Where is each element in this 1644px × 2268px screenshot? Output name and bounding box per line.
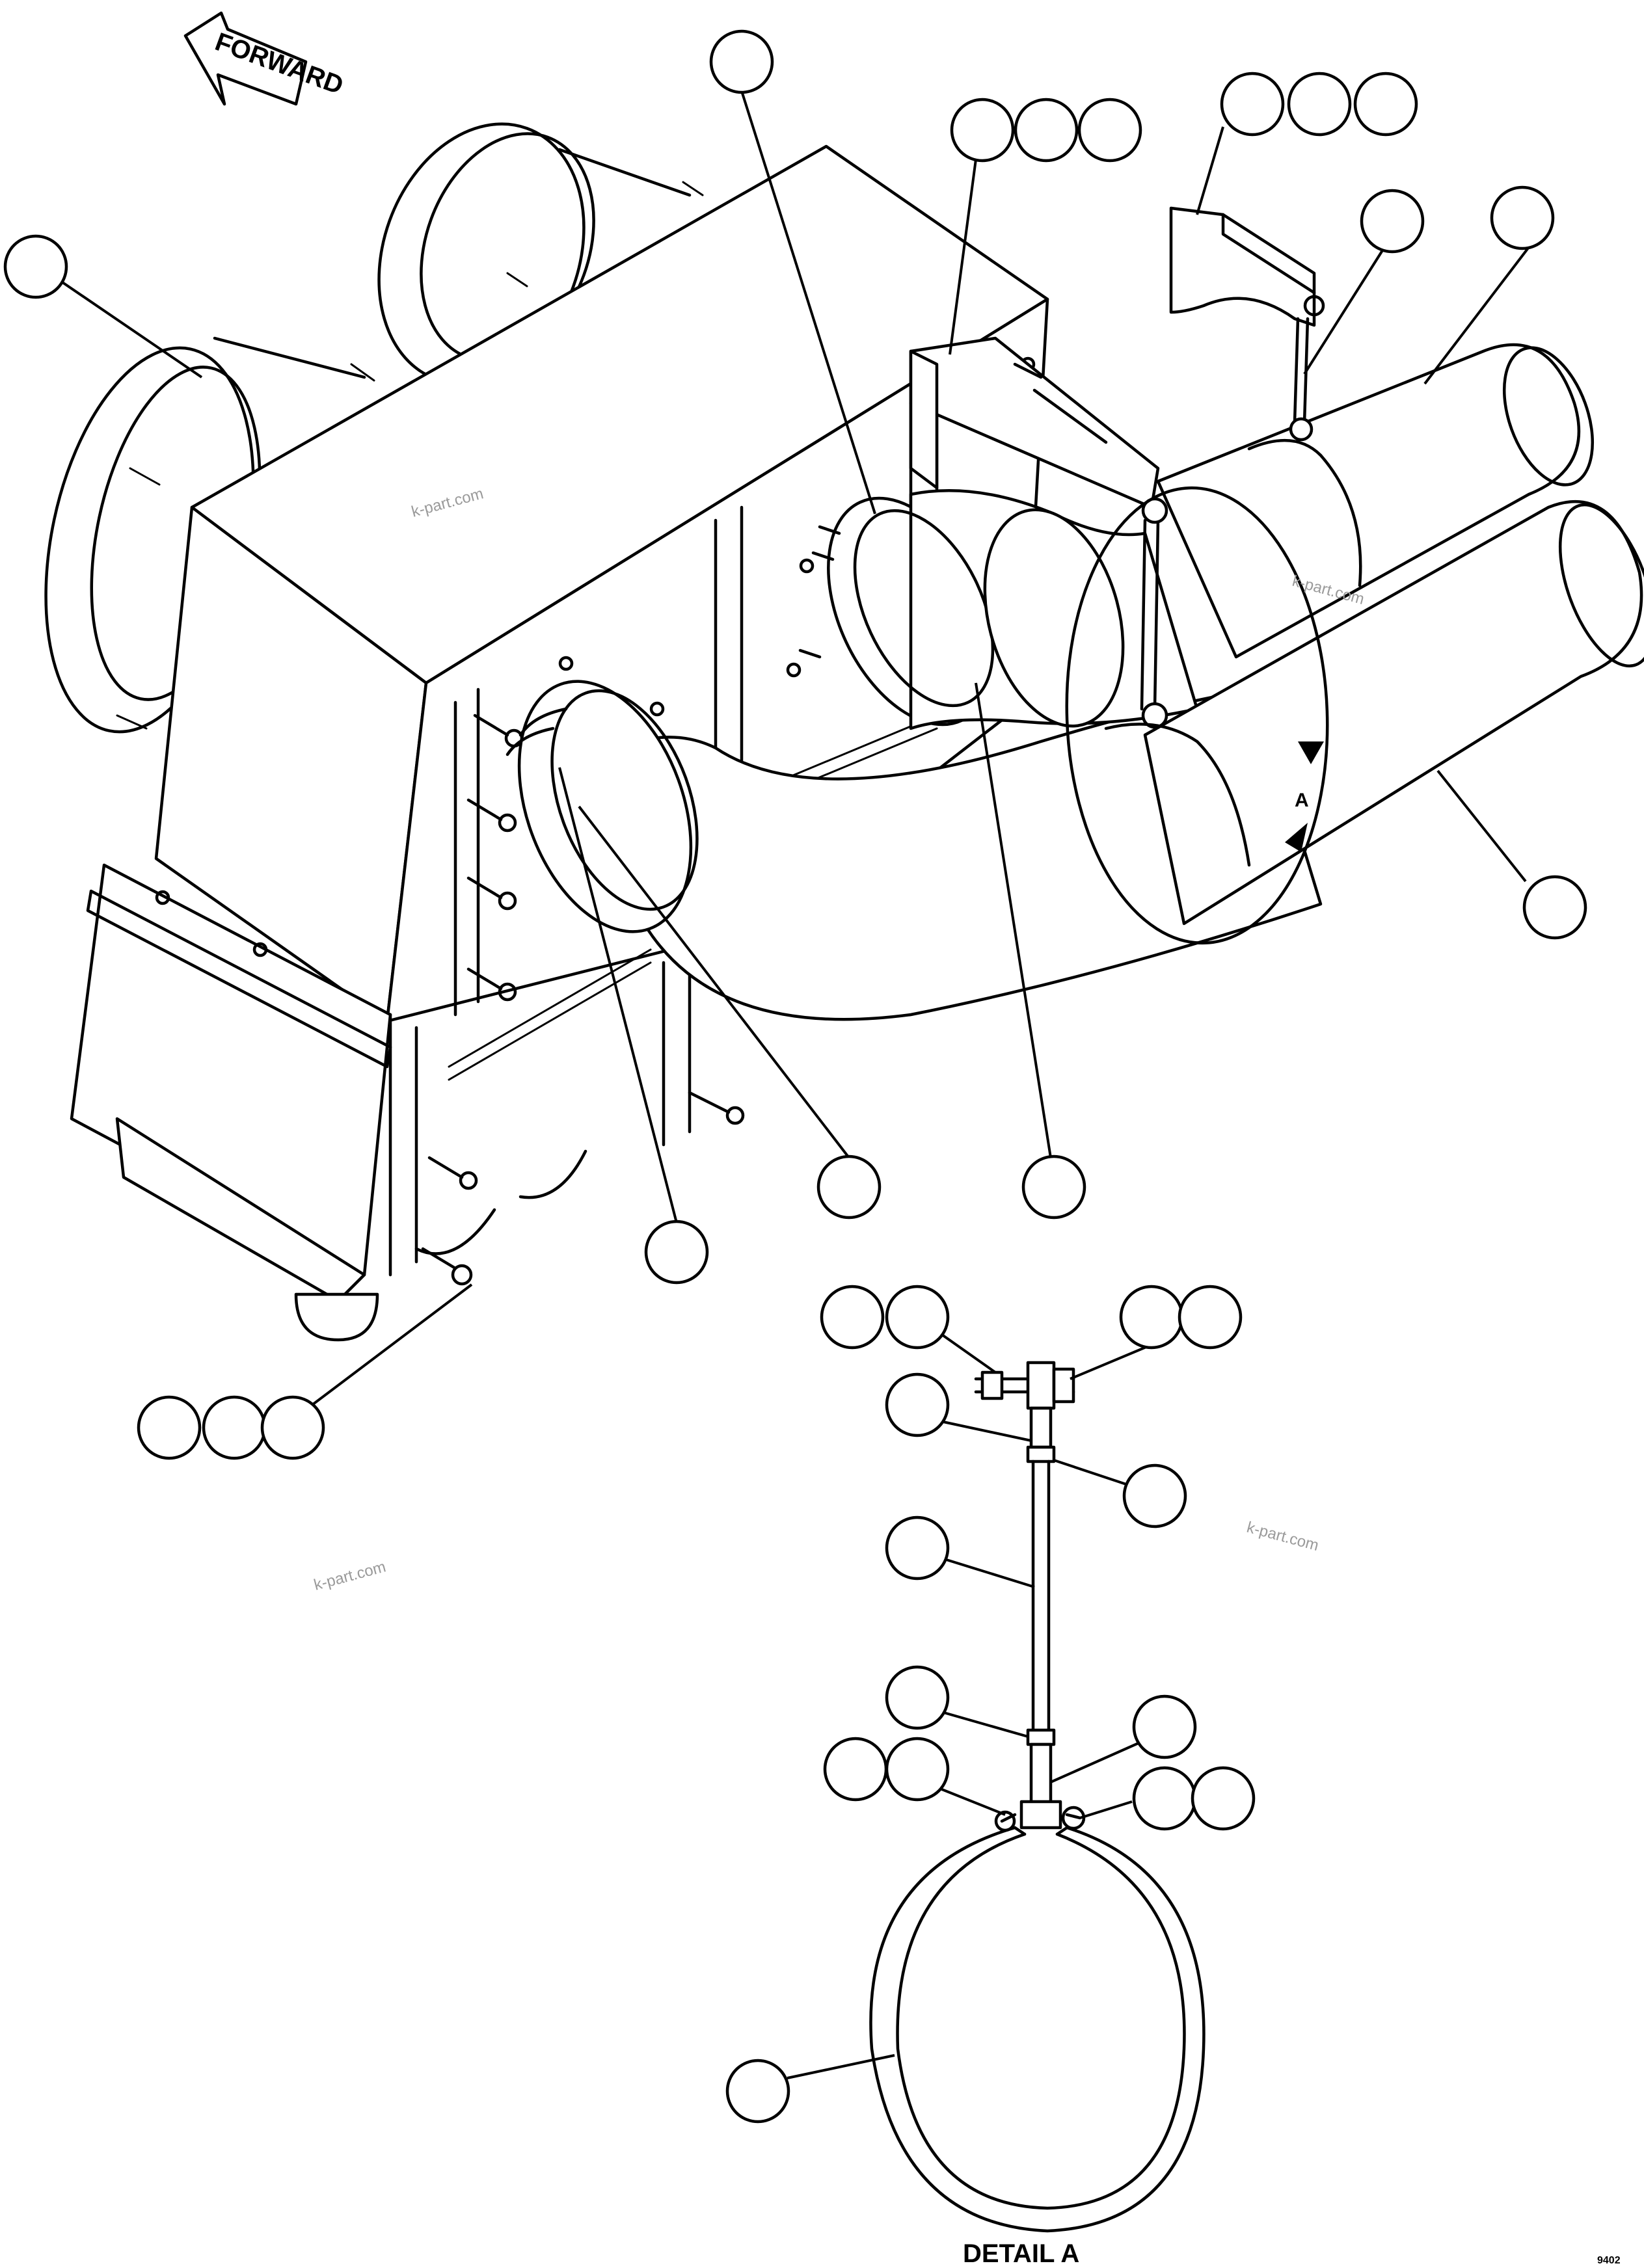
callout-balloon (137, 1395, 202, 1460)
callout-balloon (1132, 1766, 1197, 1831)
flange-bolts (421, 714, 745, 1286)
detail-a-label: DETAIL A (963, 2239, 1079, 2268)
watermark-4: k-part.com (1245, 1519, 1320, 1554)
drawing-id: 9402 (1597, 2255, 1621, 2266)
detail-a-view-circle: A (1065, 486, 1329, 945)
callout-balloon (1122, 1463, 1187, 1528)
callout-balloon (885, 1515, 950, 1581)
callout-balloon (885, 1372, 950, 1437)
callout-balloon (709, 29, 774, 94)
detail-a-hanger-assembly (869, 1361, 1206, 2233)
callout-balloon (1220, 72, 1285, 137)
callout-balloon (725, 2059, 790, 2124)
callout-balloon (950, 98, 1015, 163)
view-marker-label: A (1295, 790, 1309, 811)
callout-balloon (820, 1285, 885, 1350)
callout-balloon (202, 1395, 267, 1460)
callout-balloon (1490, 185, 1555, 250)
callout-balloon (1360, 189, 1425, 254)
callout-balloons (3, 29, 1587, 2124)
callout-balloon (1178, 1285, 1243, 1350)
callout-balloon (1132, 1694, 1197, 1759)
exhaust-elbow-lower (505, 680, 1323, 1021)
exhaust-elbow-upper (798, 489, 1199, 730)
hanger-rod-main (1104, 497, 1251, 867)
callout-balloon (823, 1737, 888, 1802)
callout-balloon (1287, 72, 1352, 137)
callout-balloon (1522, 875, 1587, 940)
callout-balloon (1191, 1766, 1256, 1831)
watermark-3: k-part.com (312, 1558, 388, 1594)
tailpipe-upper (1156, 343, 1595, 659)
callout-balloon (816, 1154, 882, 1220)
callout-balloon (3, 234, 68, 299)
callout-balloon (1021, 1154, 1086, 1220)
callout-balloon (1119, 1285, 1184, 1350)
callout-balloon (885, 1285, 950, 1350)
callout-balloon (1014, 98, 1079, 163)
support-bracket-tailpipe (1169, 206, 1325, 327)
support-bracket-main (909, 336, 1160, 509)
callout-balloon (260, 1395, 325, 1460)
callout-balloon (1077, 98, 1142, 163)
callout-balloon (644, 1220, 709, 1285)
callout-balloon (1353, 72, 1418, 137)
forward-arrow: FORWARD (183, 11, 347, 106)
callout-balloon (885, 1737, 950, 1802)
tailpipe-lower (1143, 500, 1644, 926)
callout-balloon (885, 1665, 950, 1730)
leader-lines (57, 90, 1530, 2079)
